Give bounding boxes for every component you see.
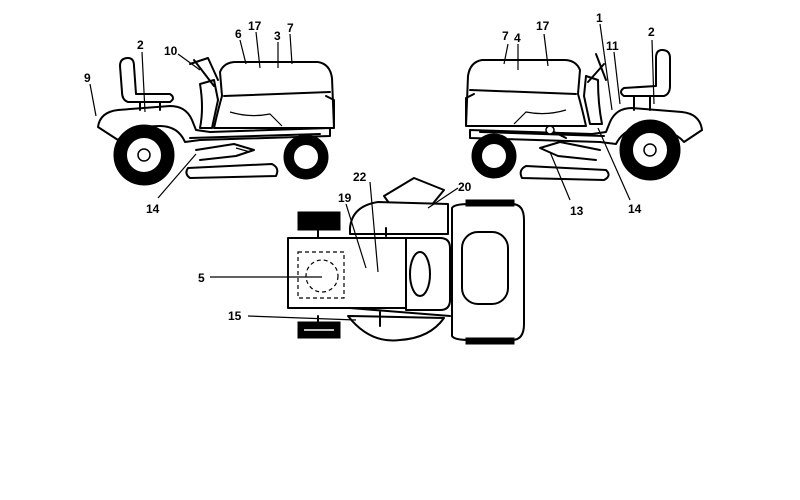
callout-7: 7 [287,21,294,35]
callout-2: 2 [137,38,144,52]
steering-wheel [587,53,607,83]
callout-22: 22 [353,170,367,184]
callout-19: 19 [338,191,352,205]
callout-13: 13 [570,204,584,218]
seat-top [349,201,449,235]
steering-wheel [189,57,219,87]
callout-7-right: 7 [502,29,509,43]
callout-17: 17 [248,19,262,33]
callout-9: 9 [84,71,91,85]
rear-body [287,237,407,309]
callout-6: 6 [235,27,242,41]
seat [119,57,174,103]
callout-11: 11 [606,39,619,53]
callout-14: 14 [146,202,160,216]
callout-4: 4 [514,31,521,45]
mower-deck [519,165,610,181]
mower-deck [185,163,279,179]
callout-1: 1 [596,11,603,25]
top-view-tractor [210,177,525,345]
callout-15: 15 [228,309,242,323]
steering-column [199,79,219,129]
callout-17-right: 17 [536,19,550,33]
callout-14-right: 14 [628,202,642,216]
callout-10: 10 [164,44,178,58]
steering-column [583,75,603,125]
left-side-tractor-view [89,31,335,199]
callout-20: 20 [458,180,472,194]
callout-3: 3 [274,29,281,43]
right-side-tractor-view [465,23,703,201]
rear-tire-top [297,211,341,231]
callout-2-right: 2 [648,25,655,39]
callout-5: 5 [198,271,205,285]
seat [620,49,671,97]
